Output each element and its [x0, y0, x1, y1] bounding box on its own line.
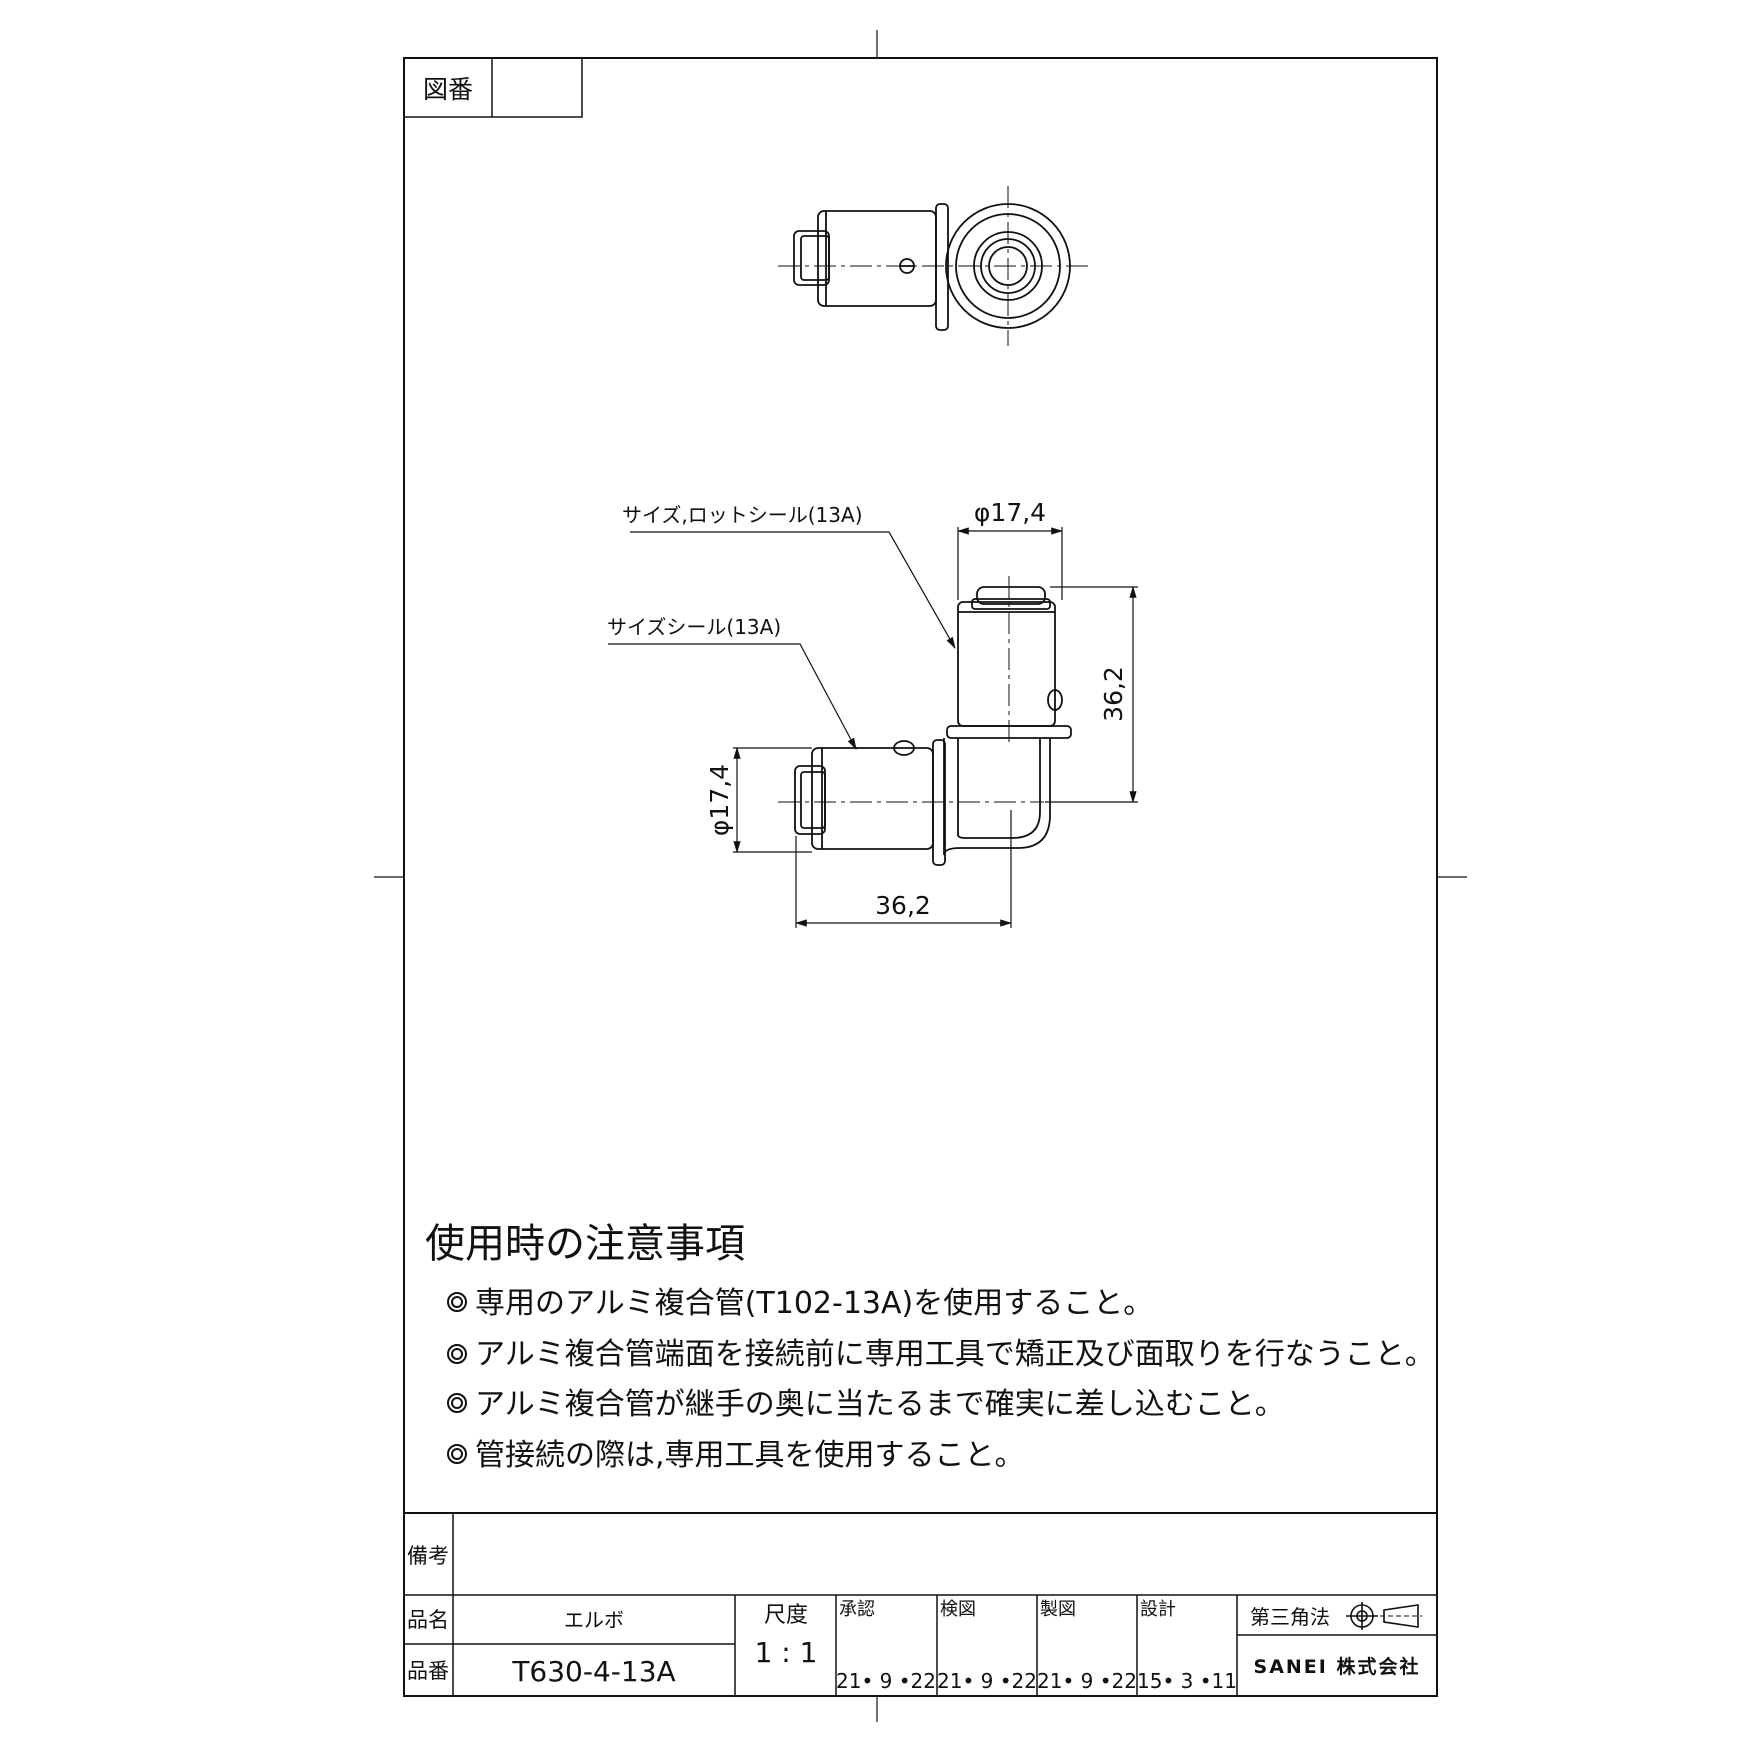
part-number-label: 品番: [407, 1659, 449, 1683]
third-angle-projection-icon: [1346, 1602, 1422, 1630]
designed-label: 設計: [1140, 1599, 1176, 1620]
top-diameter-dimension: φ17,4: [974, 498, 1046, 527]
center-marks: [374, 30, 1467, 1722]
company-name: SANEI 株式会社: [1254, 1655, 1421, 1678]
notes-title: 使用時の注意事項: [425, 1221, 745, 1267]
scale-label: 尺度: [764, 1603, 808, 1628]
elbow-main-view: [778, 576, 1072, 866]
checked-date: 21• 9 •22: [937, 1669, 1037, 1693]
part-name-label: 品名: [407, 1608, 449, 1632]
left-diameter-dimension: φ17,4: [705, 764, 734, 836]
scale-value: 1 : 1: [755, 1636, 818, 1669]
checked-label: 検図: [940, 1599, 976, 1620]
part-name-value: エルボ: [564, 1608, 624, 1632]
note-item: アルミ複合管端面を接続前に専用工具で矯正及び面取りを行なうこと。: [475, 1337, 1435, 1372]
right-height-dimension: 36,2: [1099, 666, 1128, 722]
part-number-value: T630-4-13A: [511, 1655, 675, 1688]
bottom-width-dimension: 36,2: [875, 891, 931, 920]
drawn-label: 製図: [1040, 1599, 1076, 1620]
notes-bullets: [447, 1292, 467, 1464]
note-item: 専用のアルミ複合管(T102-13A)を使用すること。: [475, 1286, 1153, 1321]
projection-label: 第三角法: [1250, 1605, 1330, 1629]
callout-rot-seal: サイズ,ロットシール(13A): [622, 503, 863, 527]
designed-date: 15• 3 •11: [1137, 1669, 1237, 1693]
drawing-number-label: 図番: [423, 75, 473, 104]
title-block: [404, 1512, 1437, 1696]
top-view-drawing: [778, 186, 1092, 346]
callout-size-seal: サイズシール(13A): [607, 615, 781, 639]
note-item: アルミ複合管が継手の奥に当たるまで確実に差し込むこと。: [475, 1387, 1285, 1422]
drawn-date: 21• 9 •22: [1037, 1669, 1137, 1693]
remarks-label: 備考: [407, 1544, 449, 1568]
note-item: 管接続の際は,専用工具を使用すること。: [475, 1438, 1025, 1473]
approved-date: 21• 9 •22: [836, 1669, 936, 1693]
dimension-lines: [608, 527, 1138, 928]
sheet-border: [403, 57, 1438, 1697]
drawing-number-box: 図番: [403, 57, 583, 118]
approved-label: 承認: [839, 1599, 875, 1620]
